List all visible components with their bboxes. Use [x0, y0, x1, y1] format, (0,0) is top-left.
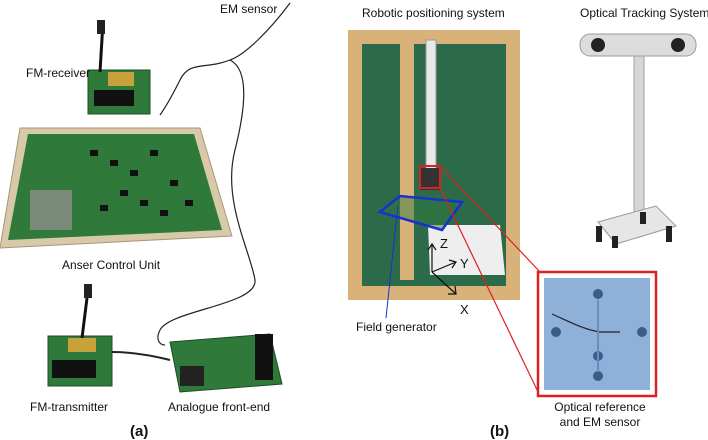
panel-a-tag: (a)	[130, 423, 149, 440]
anser-control-unit-label: Anser Control Unit	[62, 258, 161, 272]
field-generator-outline	[377, 194, 465, 232]
robotic-positioning-system-label: Robotic positioning system	[362, 6, 505, 20]
panel-b-tag: (b)	[490, 423, 510, 440]
fm-receiver-board	[87, 20, 151, 115]
field-generator-leader	[385, 204, 399, 319]
callout-line-bottom	[439, 187, 541, 397]
optical-reference-label-line1: Optical reference	[554, 400, 646, 414]
axis-y-label: Y	[460, 256, 469, 271]
em-sensor-label: EM sensor	[220, 2, 278, 16]
transmitter-cable	[111, 351, 171, 361]
anser-control-unit	[0, 127, 233, 249]
optical-tracking-system	[579, 33, 697, 248]
fm-transmitter-board	[47, 284, 113, 387]
axis-x-label: X	[460, 302, 469, 317]
field-generator-label: Field generator	[356, 320, 437, 334]
fm-transmitter-label: FM-transmitter	[30, 400, 108, 414]
coordinate-axes	[427, 242, 457, 295]
analogue-front-end-board	[169, 333, 283, 393]
em-sensor-cable	[157, 2, 291, 346]
axis-z-label: Z	[440, 236, 448, 251]
fm-receiver-label: FM-receiver	[26, 66, 91, 80]
callout-source-box	[419, 165, 441, 189]
analogue-front-end-label: Analogue front-end	[168, 400, 271, 414]
optical-reference-label-line2: and EM sensor	[559, 415, 641, 429]
optical-tracking-system-label: Optical Tracking System	[580, 6, 708, 20]
optical-reference-inset	[536, 270, 658, 398]
callout-line-top	[439, 165, 541, 273]
